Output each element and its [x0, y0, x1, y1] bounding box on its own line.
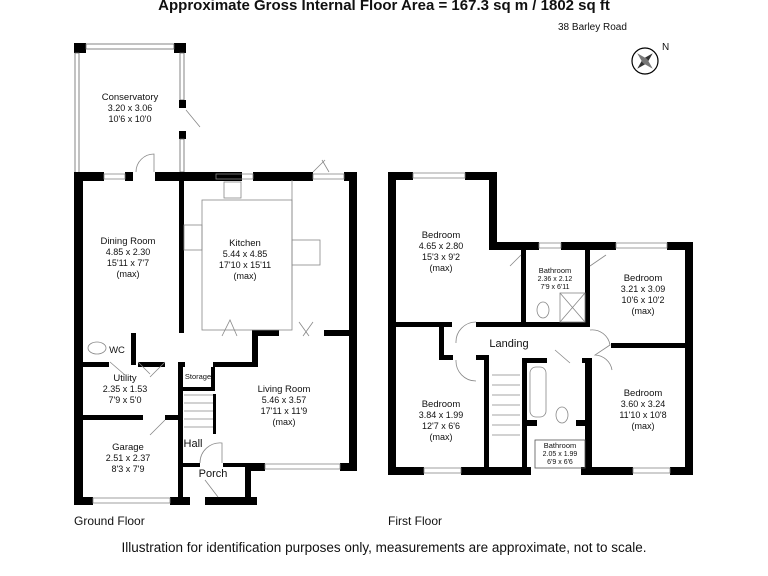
ground-floor-fixtures [87, 109, 345, 504]
room-bedroom-3: Bedroom 3.84 x 1.99 12'7 x 6'6 (max) [419, 399, 464, 443]
room-name: Kitchen [229, 238, 261, 249]
ground-floor-walls [74, 43, 357, 505]
room-metric: 2.36 x 2.12 [537, 275, 573, 283]
room-name: Bathroom [538, 266, 572, 275]
room-name: Conservatory [101, 92, 159, 103]
room-bedroom-4: Bedroom 3.60 x 3.24 11'10 x 10'8 (max) [619, 388, 666, 432]
ground-floor-label: Ground Floor [74, 514, 145, 528]
room-name: Landing [489, 338, 529, 350]
disclaimer: Illustration for identification purposes… [121, 540, 647, 555]
room-landing: Landing [489, 339, 528, 350]
room-imperial: 10'6 x 10'0 [108, 114, 152, 124]
room-name: Porch [198, 468, 228, 480]
first-floor-fixtures [412, 172, 671, 474]
room-bedroom-1: Bedroom 4.65 x 2.80 15'3 x 9'2 (max) [419, 230, 464, 274]
room-name: Storage [184, 372, 212, 381]
room-conservatory: Conservatory 3.20 x 3.06 10'6 x 10'0 [102, 92, 159, 125]
room-imperial: 17'11 x 11'9 [260, 406, 308, 416]
room-metric: 5.46 x 3.57 [261, 395, 307, 405]
compass-icon [631, 47, 659, 75]
room-name: Bedroom [623, 273, 663, 284]
room-metric: 2.51 x 2.37 [105, 453, 151, 463]
room-imperial: 7'9 x 5'0 [108, 395, 142, 405]
room-note: (max) [429, 432, 453, 442]
room-hall: Hall [184, 439, 203, 450]
room-utility: Utility 2.35 x 1.53 7'9 x 5'0 [103, 373, 148, 406]
page-title: Approximate Gross Internal Floor Area = … [158, 0, 610, 14]
room-metric: 3.60 x 3.24 [620, 399, 666, 409]
room-porch: Porch [199, 469, 228, 480]
room-wc: WC [109, 345, 125, 356]
room-name: WC [109, 345, 125, 356]
room-metric: 5.44 x 4.85 [222, 249, 268, 259]
room-note: (max) [631, 306, 655, 316]
room-name: Living Room [257, 384, 311, 395]
room-imperial: 8'3 x 7'9 [111, 464, 145, 474]
room-imperial: 11'10 x 10'8 [619, 410, 667, 420]
room-metric: 3.21 x 3.09 [620, 284, 666, 294]
room-living-room: Living Room 5.46 x 3.57 17'11 x 11'9 (ma… [258, 384, 311, 428]
room-name: Dining Room [100, 236, 156, 247]
room-metric: 4.65 x 2.80 [418, 241, 464, 251]
room-note: (max) [116, 269, 140, 279]
room-metric: 2.05 x 1.99 [542, 450, 578, 458]
room-note: (max) [233, 271, 257, 281]
first-floor-label: First Floor [388, 514, 442, 528]
room-bathroom-2: Bathroom 2.05 x 1.99 6'9 x 6'6 [542, 441, 578, 468]
room-name: Garage [112, 442, 144, 453]
room-garage: Garage 2.51 x 2.37 8'3 x 7'9 [106, 442, 151, 475]
room-note: (max) [272, 417, 296, 427]
room-name: Bathroom [543, 441, 577, 450]
room-bathroom-1: Bathroom 2.36 x 2.12 7'9 x 6'11 [537, 266, 573, 293]
room-imperial: 12'7 x 6'6 [422, 421, 460, 431]
room-imperial: 15'11 x 7'7 [106, 258, 150, 268]
room-storage: Storage [184, 372, 212, 382]
room-note: (max) [429, 263, 453, 273]
room-dining-room: Dining Room 4.85 x 2.30 15'11 x 7'7 (max… [101, 236, 156, 280]
compass-north-label: N [662, 42, 670, 53]
room-name: Hall [183, 438, 203, 450]
room-imperial: 7'9 x 6'11 [540, 284, 570, 291]
room-imperial: 15'3 x 9'2 [422, 252, 460, 262]
room-name: Utility [113, 373, 137, 384]
room-name: Bedroom [421, 399, 461, 410]
room-name: Bedroom [623, 388, 663, 399]
room-imperial: 17'10 x 15'11 [218, 260, 272, 270]
room-metric: 3.20 x 3.06 [107, 103, 153, 113]
room-note: (max) [631, 421, 655, 431]
room-name: Bedroom [421, 230, 461, 241]
room-imperial: 10'6 x 10'2 [621, 295, 665, 305]
room-metric: 4.85 x 2.30 [105, 247, 151, 257]
room-kitchen: Kitchen 5.44 x 4.85 17'10 x 15'11 (max) [219, 238, 271, 282]
room-imperial: 6'9 x 6'6 [547, 459, 573, 466]
room-metric: 3.84 x 1.99 [418, 410, 464, 420]
address: 38 Barley Road [558, 22, 627, 33]
first-floor-walls [388, 172, 693, 475]
room-bedroom-2: Bedroom 3.21 x 3.09 10'6 x 10'2 (max) [621, 273, 666, 317]
room-metric: 2.35 x 1.53 [102, 384, 148, 394]
